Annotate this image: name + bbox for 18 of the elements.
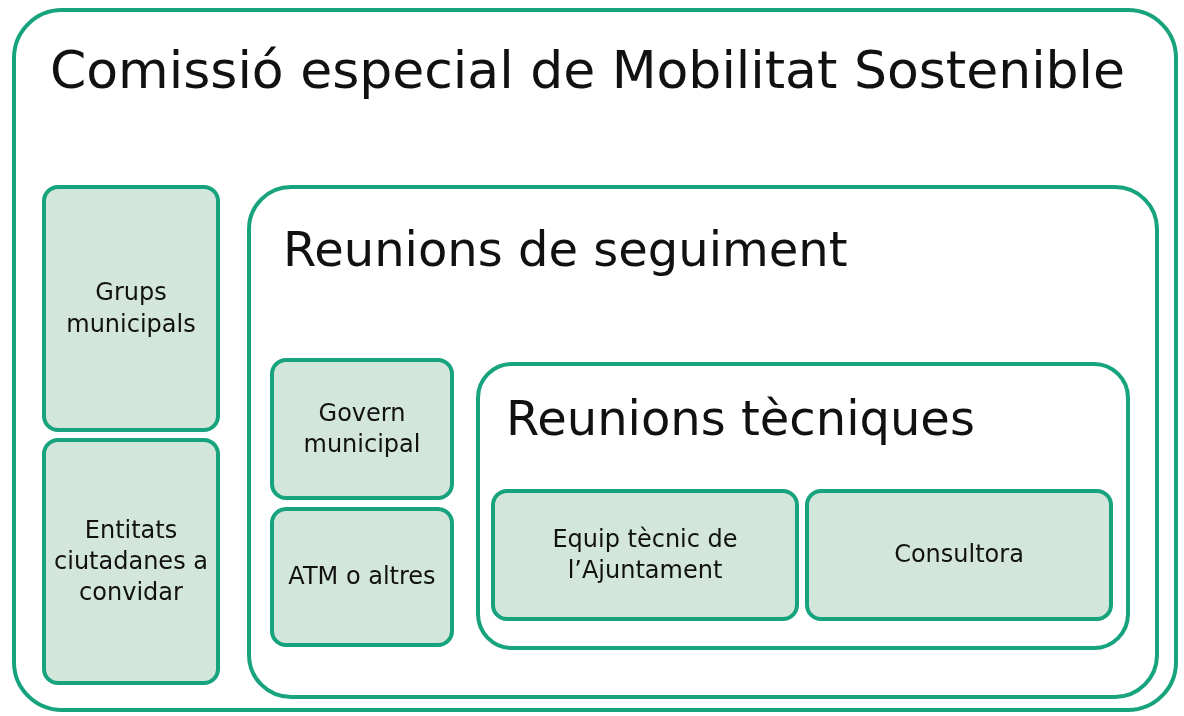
member-label: ATM o altres xyxy=(287,561,437,593)
member-box xyxy=(42,438,220,685)
member-label: Grups municipals xyxy=(65,277,197,340)
group-container xyxy=(12,8,1178,712)
member-box xyxy=(42,185,220,432)
member-label: Govern municipal xyxy=(302,397,422,460)
member-box xyxy=(270,507,454,647)
group-title: Reunions de seguiment xyxy=(283,221,848,277)
group-title: Reunions tècniques xyxy=(506,390,975,446)
member-label: Entitats ciutadanes a convidar xyxy=(53,514,209,609)
member-box xyxy=(805,489,1113,621)
member-box xyxy=(491,489,799,621)
member-label: Consultora xyxy=(893,539,1025,571)
group-container xyxy=(476,362,1130,650)
member-box xyxy=(270,358,454,500)
group-title: Comissió especial de Mobilitat Sostenible xyxy=(50,40,1126,100)
member-label: Equip tècnic de l’Ajuntament xyxy=(551,523,739,586)
group-container xyxy=(247,185,1159,699)
